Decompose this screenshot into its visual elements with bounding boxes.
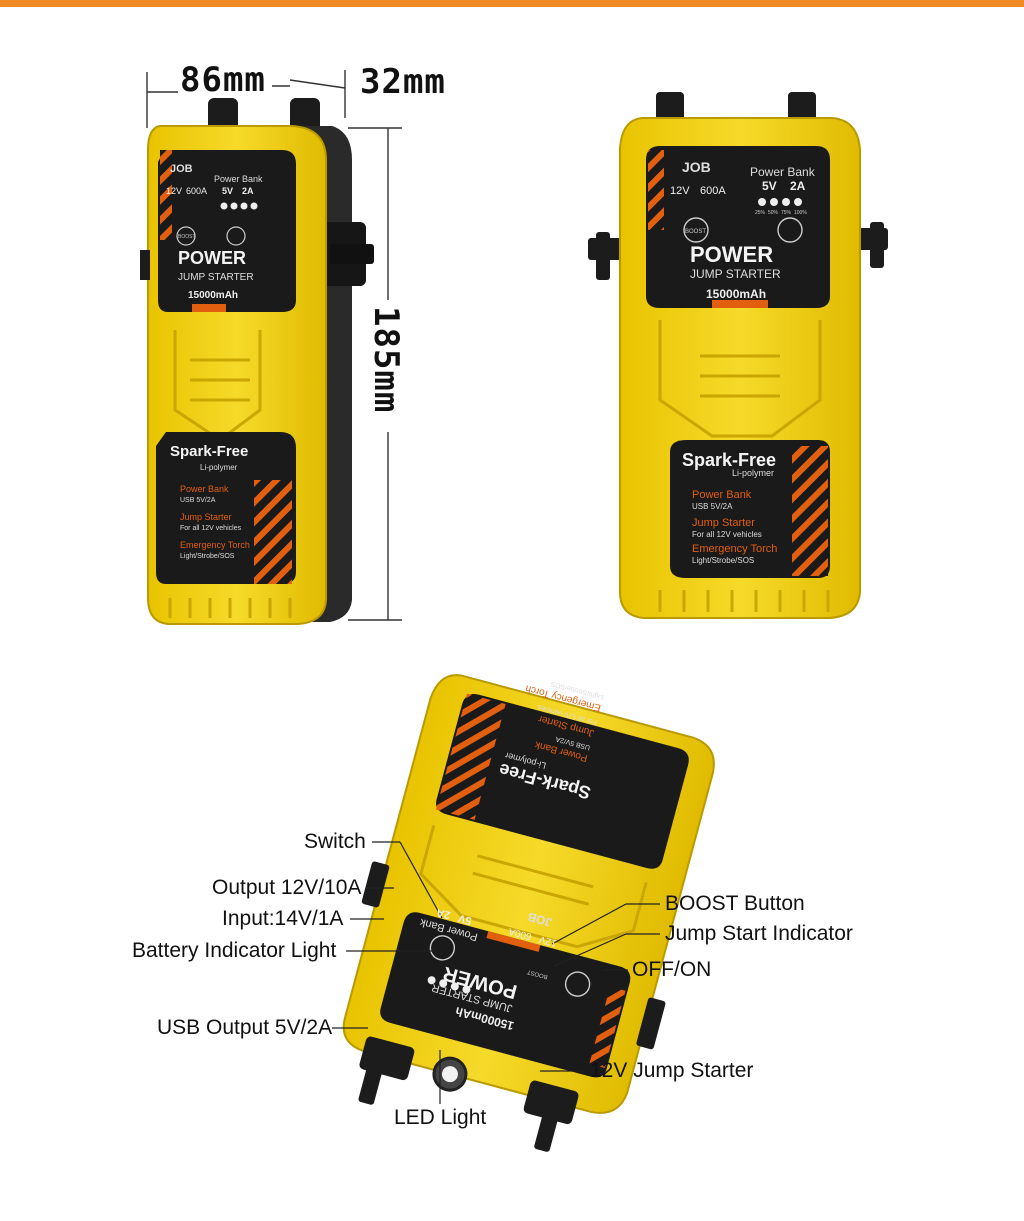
front-feature-3-detail: Light/Strobe/SOS <box>692 556 754 565</box>
side-feature-1-detail: USB 5V/2A <box>180 497 216 504</box>
device-side-view <box>140 98 374 625</box>
side-feature-2-detail: For all 12V vehicles <box>180 525 242 532</box>
dimension-height-label: 185mm <box>366 306 406 414</box>
front-boost-text: BOOST <box>685 229 706 235</box>
front-rating-text: 12V <box>670 185 690 197</box>
callout-jump-start-indicator: Jump Start Indicator <box>665 922 853 945</box>
front-pb-rating-text: 5V <box>762 179 777 193</box>
callout-led-light: LED Light <box>394 1106 487 1129</box>
front-title-text: POWER <box>690 242 773 267</box>
side-rating-text: 12V <box>166 186 182 196</box>
side-feature-2-name: Jump Starter <box>180 512 232 522</box>
lying-boost-text: BOOST <box>526 968 548 979</box>
side-subtitle-text: JUMP STARTER <box>178 272 254 283</box>
side-feature-1-name: Power Bank <box>180 484 229 494</box>
front-brand-text: JOB <box>682 159 711 175</box>
side-pb-current-text: 2A <box>242 186 254 196</box>
side-pb-rating-text: 5V <box>222 186 233 196</box>
front-feature-2-detail: For all 12V vehicles <box>692 530 762 539</box>
side-brand-text: JOB <box>170 163 193 175</box>
lying-rating-text: 12V <box>538 933 558 948</box>
front-feature-3-name: Emergency Torch <box>692 543 777 555</box>
side-capacity-text: 15000mAh <box>188 290 238 301</box>
side-spark-free-text: Spark-Free <box>170 443 248 460</box>
callout-lines <box>332 841 660 1104</box>
lying-brand-text: JOB <box>526 909 554 929</box>
side-boost-text: BOOST <box>178 234 196 240</box>
dimension-depth-label: 32mm <box>360 62 446 102</box>
dimension-lines <box>146 70 402 621</box>
callout-output: Output 12V/10A <box>212 876 362 899</box>
front-li-polymer-text: Li-polymer <box>732 468 774 478</box>
callout-switch: Switch <box>304 830 366 853</box>
side-power-bank-text: Power Bank <box>214 174 263 184</box>
side-li-polymer-text: Li-polymer <box>200 463 238 472</box>
top-accent-bar <box>0 0 1024 7</box>
callout-off-on: OFF/ON <box>632 958 712 981</box>
callout-usb-output: USB Output 5V/2A <box>157 1016 333 1039</box>
front-spark-free-text: Spark-Free <box>682 450 776 470</box>
front-feature-1-name: Power Bank <box>692 489 752 501</box>
callout-input: Input:14V/1A <box>222 907 344 930</box>
front-current-text: 600A <box>700 185 726 197</box>
front-pb-current-text: 2A <box>790 179 806 193</box>
callout-battery-indicator: Battery Indicator Light <box>132 939 337 962</box>
device-lying-view <box>342 674 715 1152</box>
dimension-width-label: 86mm <box>180 60 266 100</box>
side-feature-3-name: Emergency Torch <box>180 540 250 550</box>
side-feature-3-detail: Light/Strobe/SOS <box>180 553 235 560</box>
front-pct-2: 50% <box>768 210 779 216</box>
side-current-text: 600A <box>186 186 207 196</box>
front-feature-1-detail: USB 5V/2A <box>692 502 733 511</box>
callout-boost-button: BOOST Button <box>665 892 805 915</box>
side-title-text: POWER <box>178 248 246 268</box>
front-pct-4: 100% <box>794 210 807 216</box>
lying-pb-current-text: 2A <box>435 906 452 921</box>
device-front-view <box>588 92 888 619</box>
front-pct-3: 75% <box>781 210 792 216</box>
lying-pb-rating-text: 5V <box>456 911 473 926</box>
callout-12v-jump-starter: 12V Jump Starter <box>590 1059 754 1082</box>
front-feature-2-name: Jump Starter <box>692 517 755 529</box>
front-subtitle-text: JUMP STARTER <box>690 267 781 281</box>
front-capacity-text: 15000mAh <box>706 287 766 301</box>
front-power-bank-text: Power Bank <box>750 165 816 179</box>
front-pct-1: 25% <box>755 210 766 216</box>
